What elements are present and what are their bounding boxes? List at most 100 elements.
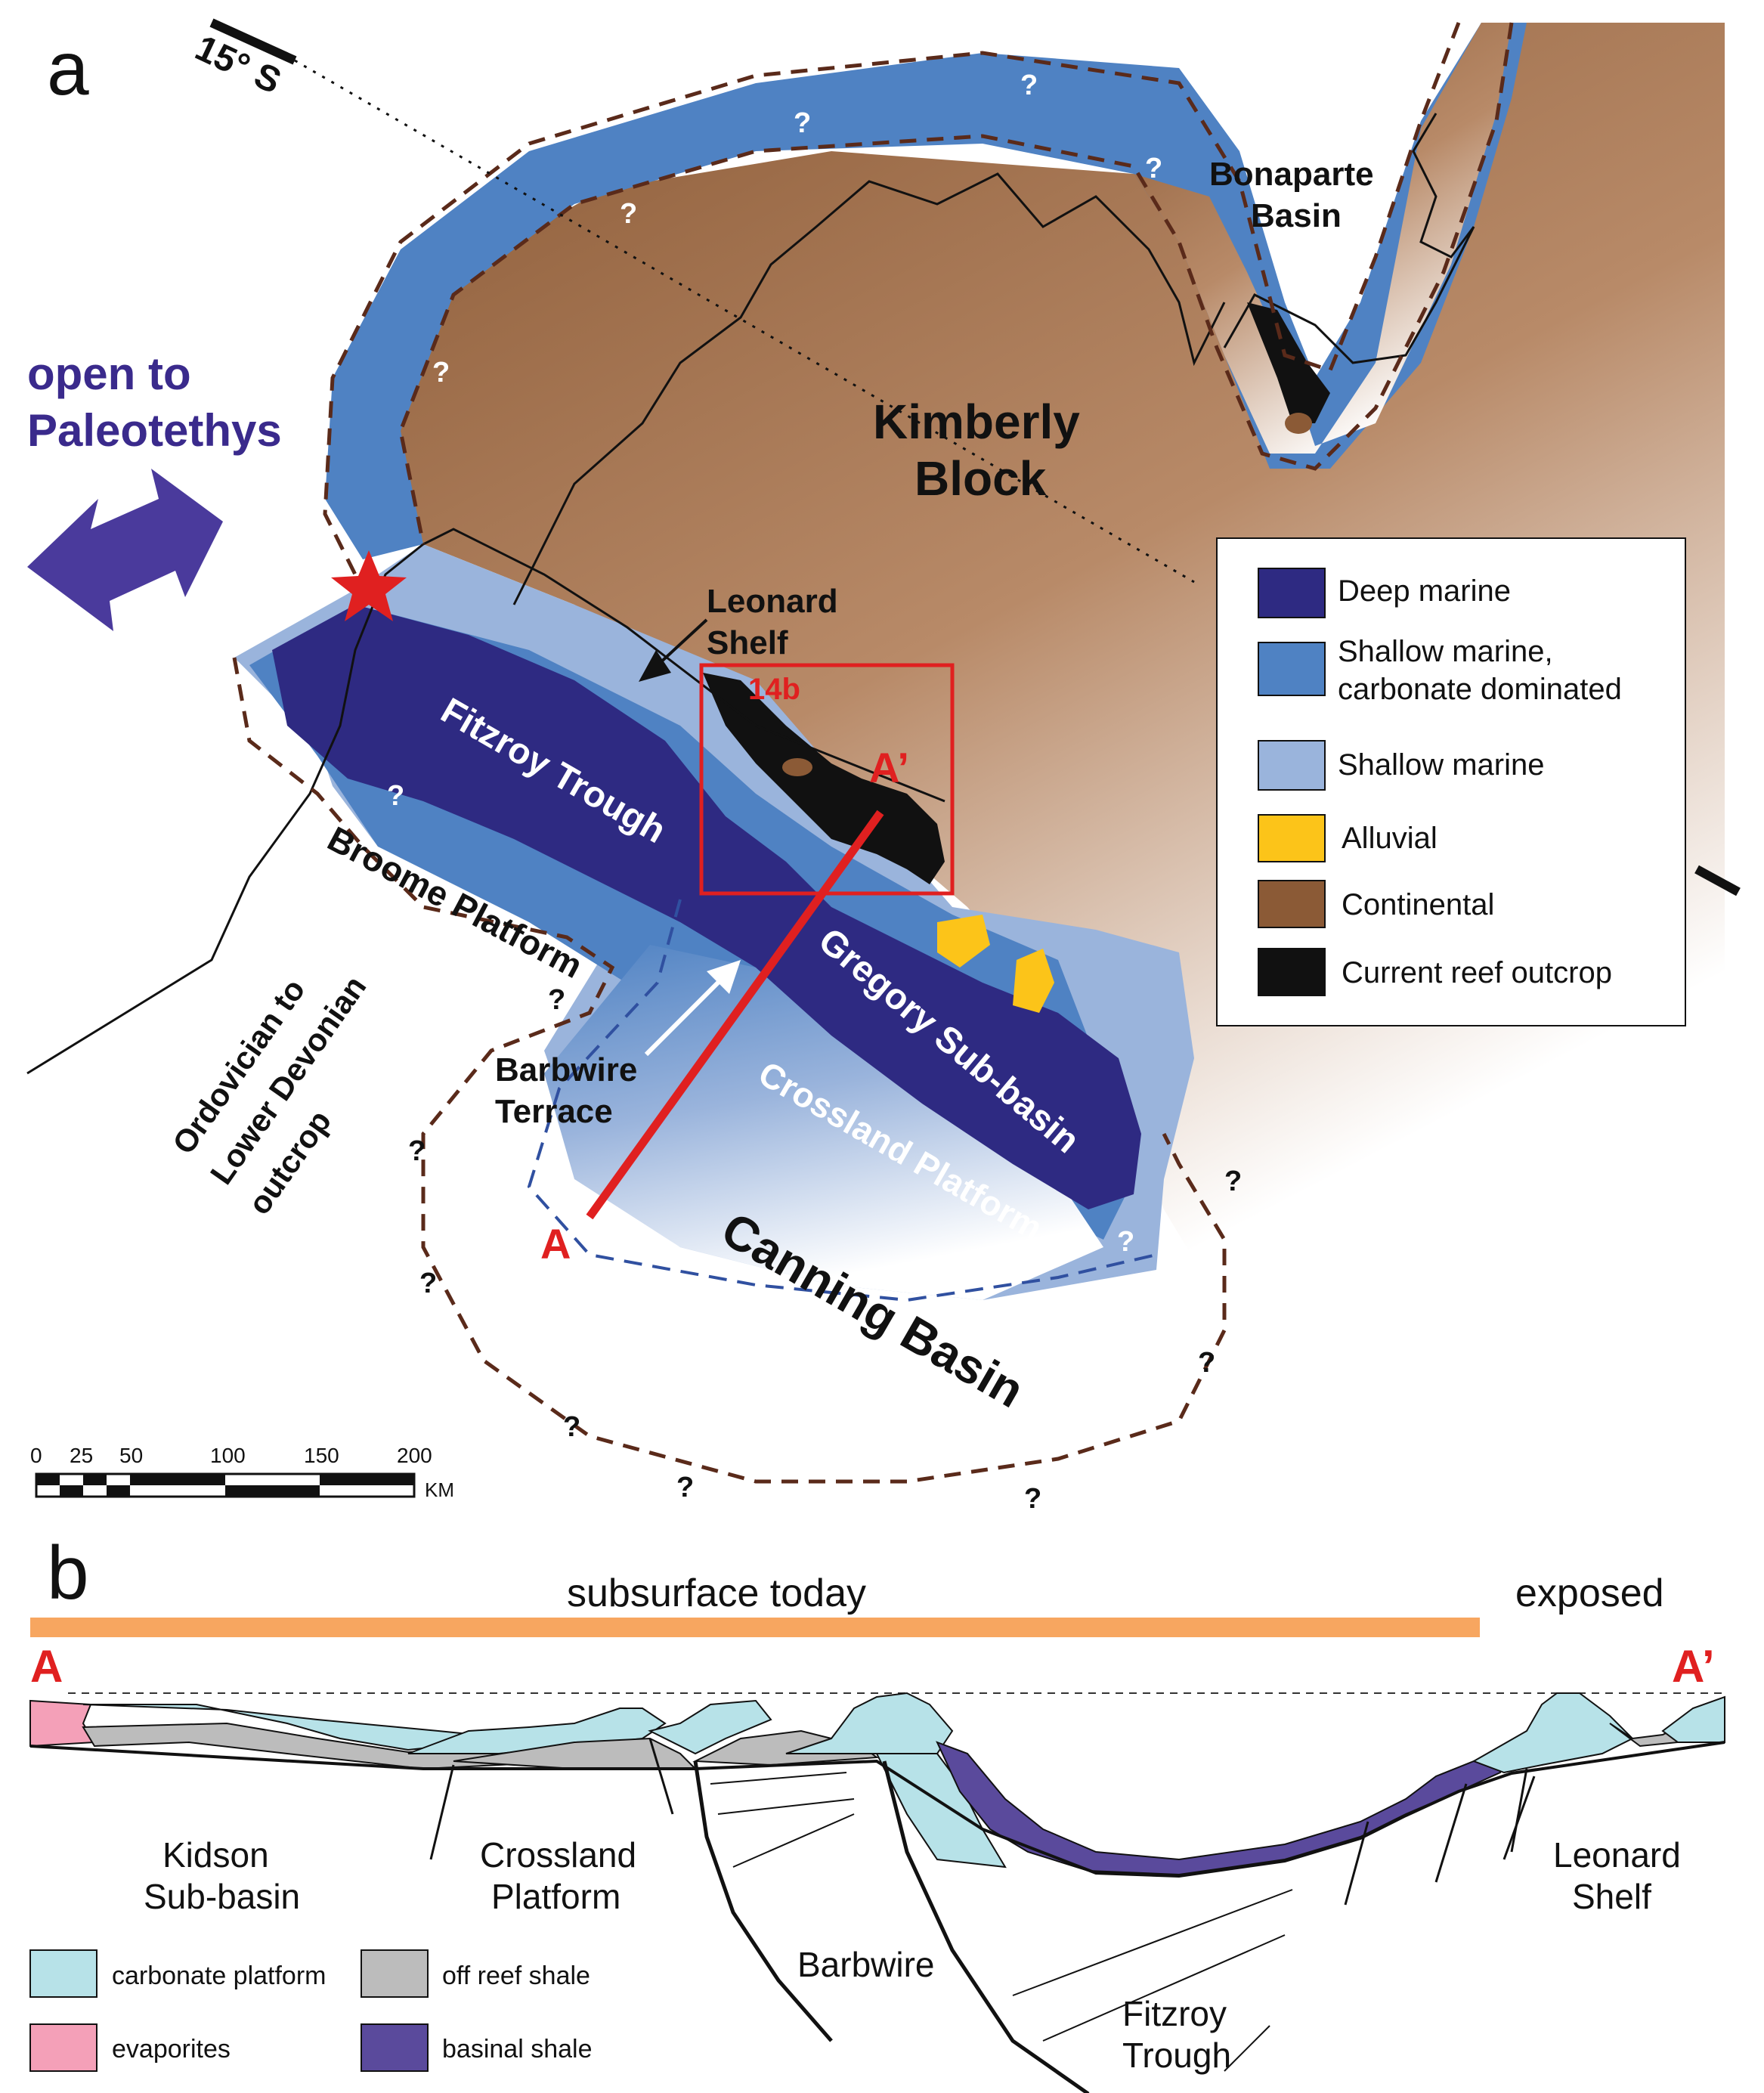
fitzroy-b-label-1: Fitzroy: [1122, 1994, 1227, 2033]
alluvial-patch-2: [1013, 949, 1054, 1013]
barbwire-terrace-label-1: Barbwire: [495, 1051, 637, 1088]
leonard-b-label-2: Shelf: [1572, 1877, 1651, 1916]
latitude-tick-left: [209, 18, 297, 65]
continental-patch-leonard: [782, 758, 812, 776]
scale-tick-label: 150: [304, 1444, 339, 1467]
question-mark: ?: [794, 107, 811, 139]
question-mark: ?: [387, 780, 404, 812]
fault: [648, 1738, 674, 1815]
question-mark: ?: [1024, 1483, 1041, 1515]
latitude-tick-right: [1694, 865, 1741, 896]
reef-outcrop-bonaparte: [1247, 302, 1330, 423]
question-mark: ?: [432, 357, 450, 389]
section-line-a-a-prime: [586, 810, 884, 1220]
leonard-arrow-head: [639, 650, 671, 682]
carbonate-platform-east: [1661, 1695, 1725, 1743]
legend-swatch-shallow-carbonate: [1258, 642, 1326, 696]
bonaparte-label-1: Bonaparte: [1209, 156, 1374, 193]
legend-label-shallow-carbonate-2: carbonate dominated: [1338, 673, 1622, 706]
legend-swatch-alluvial: [1258, 814, 1326, 862]
section-end-a-prime: A’: [1672, 1641, 1715, 1692]
leonard-shelf-label-1: Leonard: [707, 583, 838, 620]
legend-swatch-off-reef-shale: [361, 1949, 429, 1998]
legend-label-evaporites: evaporites: [112, 2035, 231, 2064]
scale-tick-label: 200: [397, 1444, 432, 1467]
bonaparte-label-2: Basin: [1251, 197, 1342, 234]
kimberly-label-1: Kimberly: [873, 395, 1080, 449]
legend-label-alluvial: Alluvial: [1342, 822, 1438, 855]
legend-swatch-reef-outcrop: [1258, 948, 1326, 996]
scale-tick-label: 50: [119, 1444, 143, 1467]
leonard-shelf-label-2: Shelf: [707, 624, 788, 661]
fault-splay: [717, 1798, 855, 1815]
alluvial-patch-1: [937, 915, 990, 968]
legend-label-reef-outcrop: Current reef outcrop: [1342, 956, 1612, 989]
cross-section: [29, 1692, 1725, 2093]
fault-barbwire-secondary: [882, 1760, 1090, 2093]
basin-boundary-dashed: [398, 22, 1514, 545]
exposed-label: exposed: [1515, 1571, 1664, 1615]
uncertainty-marks: ? ? ? ? ? ? ? ? ? ? ? ? ? ? ?: [387, 70, 1242, 1515]
section-start-a-label: A: [540, 1220, 571, 1268]
scale-segment: [36, 1474, 60, 1485]
legend-label-off-reef-shale: off reef shale: [442, 1961, 590, 1990]
question-mark: ?: [620, 198, 637, 230]
question-mark: ?: [676, 1472, 694, 1503]
section-legend: carbonate platform off reef shale evapor…: [29, 1949, 592, 2072]
reef-outcrop-leonard: [703, 673, 945, 884]
legend-swatch-evaporites: [29, 2023, 97, 2072]
barbwire-boundary-dashed: [527, 899, 1157, 1302]
subsurface-bar: [30, 1618, 1480, 1637]
scale-segment: [107, 1485, 130, 1497]
bonaparte-coast: [1223, 113, 1475, 364]
question-mark: ?: [1145, 153, 1162, 184]
canning-boundary-dashed: [232, 657, 1227, 1484]
fault: [1510, 1768, 1528, 1853]
kidson-label-1: Kidson: [162, 1835, 269, 1875]
legend-label-shallow-carbonate: Shallow marine,: [1338, 635, 1553, 668]
fault-splay: [1012, 1889, 1293, 1996]
fault: [1502, 1776, 1536, 1860]
fault-barbwire-major: [693, 1760, 833, 2042]
scale-tick-label: 25: [70, 1444, 93, 1467]
fault: [1434, 1783, 1468, 1883]
section-end-a: A: [30, 1641, 63, 1692]
legend-label-carbonate-platform: carbonate platform: [112, 1961, 326, 1990]
kimberly-label-2: Block: [914, 451, 1047, 506]
evaporite-body: [29, 1699, 96, 1748]
fault: [429, 1764, 455, 1860]
carbonate-platform-barbwire: [785, 1692, 954, 1754]
scale-segment: [60, 1485, 83, 1497]
legend-label-continental: Continental: [1342, 888, 1494, 921]
latitude-line: [294, 59, 1195, 584]
basin-boundary-dashed-outer: [323, 22, 1461, 591]
fault-splay: [732, 1813, 855, 1868]
section-end-a-prime-label: A’: [869, 744, 909, 791]
barbwire-arrow-head: [707, 960, 741, 994]
scale-tick-label: 0: [30, 1444, 42, 1467]
crossland-b-label-1: Crossland: [480, 1835, 636, 1875]
deep-marine-trough: [272, 605, 1141, 1209]
crossland-platform-area: [544, 945, 1103, 1300]
legend-swatch-shallow-marine: [1258, 740, 1326, 791]
question-mark: ?: [1224, 1166, 1242, 1197]
coastline: [26, 528, 945, 1075]
fitzroy-b-label-2: Trough: [1122, 2036, 1231, 2075]
panel-b-label: b: [47, 1531, 89, 1615]
leonard-arrow-line: [656, 618, 708, 667]
scale-segment: [83, 1474, 107, 1485]
kidson-label-2: Sub-basin: [144, 1877, 300, 1916]
paleotethys-label: Paleotethys: [27, 405, 282, 456]
fault: [1344, 1821, 1369, 1906]
barbwire-terrace-label-2: Terrace: [495, 1093, 613, 1130]
continental-patch-bonaparte: [1285, 413, 1312, 434]
location-star: [331, 550, 407, 621]
legend-swatch-continental: [1258, 880, 1326, 928]
legend-swatch-carbonate-platform: [29, 1949, 97, 1998]
barbwire-arrow-line: [644, 977, 724, 1057]
paleotethys-double-arrow: [27, 469, 223, 631]
barbwire-b-label: Barbwire: [797, 1945, 935, 1984]
legend-label-deep-marine: Deep marine: [1338, 574, 1511, 608]
question-mark: ?: [1198, 1347, 1215, 1379]
